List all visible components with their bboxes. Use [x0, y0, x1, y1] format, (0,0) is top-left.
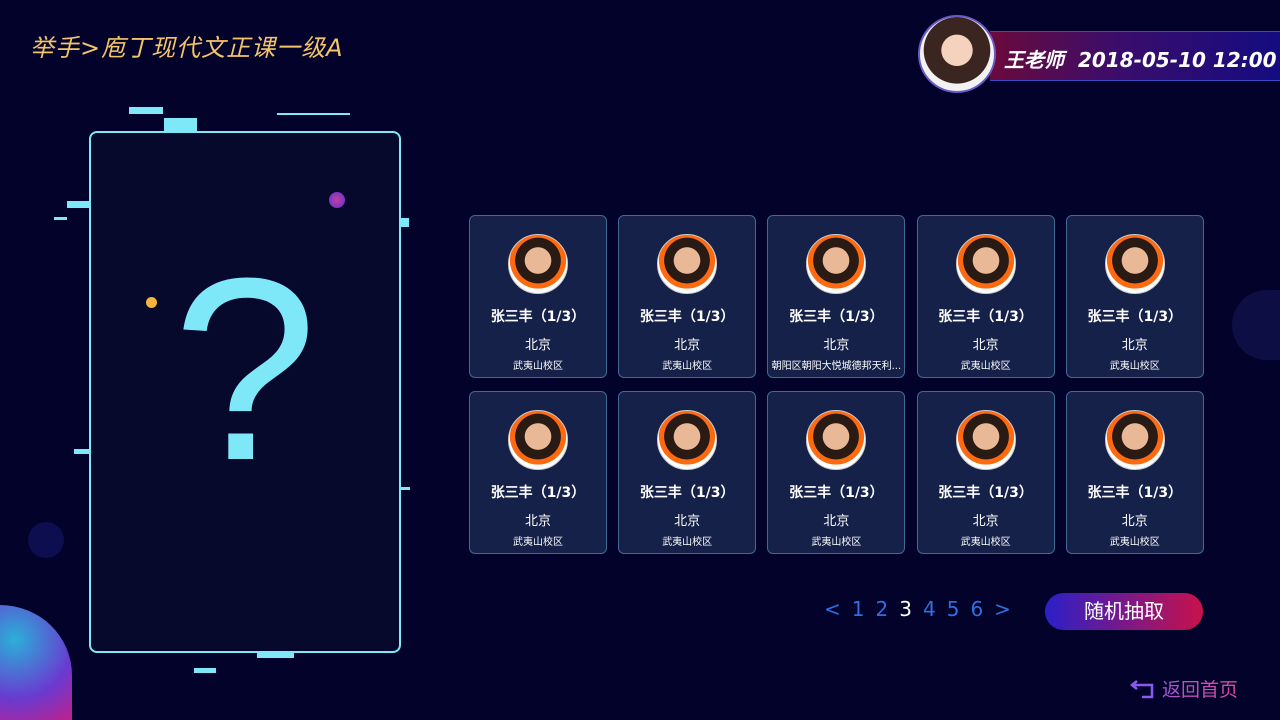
student-city: 北京 [972, 514, 999, 529]
student-avatar [657, 410, 718, 470]
page-5[interactable]: 5 [946, 597, 960, 621]
teacher-name: 王老师 [1004, 48, 1064, 72]
decor-bar [164, 118, 197, 131]
student-campus: 武夷山校区 [960, 361, 1011, 372]
prev-page-button[interactable]: < [824, 597, 841, 621]
student-card[interactable]: 张三丰（1/3） 北京 武夷山校区 [916, 391, 1055, 554]
student-avatar [508, 410, 568, 470]
student-card[interactable]: 张三丰（1/3） 北京 武夷山校区 [767, 391, 906, 554]
student-city: 北京 [823, 338, 850, 353]
student-name: 张三丰（1/3） [1087, 309, 1183, 325]
student-name: 张三丰（1/3） [490, 309, 586, 325]
pagination: < 1 2 3 4 5 6 > [824, 597, 1011, 621]
decor-bar [54, 217, 67, 220]
student-city: 北京 [823, 514, 850, 529]
page-4[interactable]: 4 [922, 597, 936, 621]
student-avatar [1104, 234, 1165, 294]
decor-dot [329, 192, 345, 208]
student-avatar [1104, 410, 1165, 470]
student-avatar [955, 234, 1016, 294]
student-campus: 武夷山校区 [662, 537, 713, 548]
student-avatar [508, 234, 568, 294]
decor-orb [28, 522, 64, 558]
student-avatar [806, 410, 867, 470]
student-name: 张三丰（1/3） [639, 309, 735, 325]
datetime: 2018-05-10 12:00 [1078, 48, 1277, 72]
student-campus: 武夷山校区 [811, 537, 862, 548]
student-card[interactable]: 张三丰（1/3） 北京 武夷山校区 [1065, 391, 1204, 554]
student-city: 北京 [524, 338, 551, 353]
student-name: 张三丰（1/3） [938, 309, 1033, 325]
student-card[interactable]: 张三丰（1/3） 北京 武夷山校区 [469, 215, 607, 378]
page-2[interactable]: 2 [875, 597, 889, 621]
page-1[interactable]: 1 [851, 597, 865, 621]
breadcrumb: 举手>庖丁现代文正课一级A [30, 34, 344, 62]
decor-bar [400, 218, 409, 227]
student-city: 北京 [1121, 338, 1148, 353]
student-campus: 武夷山校区 [1109, 361, 1160, 372]
student-city: 北京 [1121, 514, 1148, 529]
student-city: 北京 [524, 514, 551, 529]
student-card[interactable]: 张三丰（1/3） 北京 武夷山校区 [618, 215, 757, 378]
student-campus: 武夷山校区 [662, 361, 713, 372]
student-name: 张三丰（1/3） [789, 309, 884, 325]
student-card[interactable]: 张三丰（1/3） 北京 武夷山校区 [618, 391, 757, 554]
student-name: 张三丰（1/3） [639, 485, 735, 501]
page-6[interactable]: 6 [970, 597, 984, 621]
back-home-label: 返回首页 [1162, 679, 1239, 701]
student-campus: 武夷山校区 [1109, 537, 1160, 548]
teacher-info: 王老师 2018-05-10 12:00 [1004, 44, 1277, 73]
decor-bar [194, 668, 216, 673]
selection-frame [89, 131, 401, 653]
student-card[interactable]: 张三丰（1/3） 北京 武夷山校区 [1065, 215, 1204, 378]
teacher-banner [990, 31, 1280, 81]
student-campus: 朝阳区朝阳大悦城德邦天利... [771, 361, 902, 372]
decor-bar [74, 449, 89, 454]
student-name: 张三丰（1/3） [938, 485, 1033, 501]
teacher-avatar [918, 15, 996, 93]
student-card[interactable]: 张三丰（1/3） 北京 武夷山校区 [469, 391, 607, 554]
decor-bar [67, 201, 89, 208]
student-campus: 武夷山校区 [960, 537, 1011, 548]
student-campus: 武夷山校区 [513, 361, 563, 372]
random-pick-button[interactable]: 随机抽取 [1045, 593, 1203, 630]
student-name: 张三丰（1/3） [789, 485, 884, 501]
student-city: 北京 [674, 338, 701, 353]
student-avatar [806, 234, 867, 294]
decor-line [277, 113, 350, 115]
return-icon [1130, 679, 1154, 698]
decor-bar [400, 487, 410, 490]
decor-orb [0, 605, 72, 720]
decor-dot [146, 297, 157, 308]
student-card[interactable]: 张三丰（1/3） 北京 武夷山校区 [916, 215, 1055, 378]
student-avatar [955, 410, 1016, 470]
decor-orb [1232, 290, 1280, 360]
decor-bar [129, 107, 163, 114]
student-city: 北京 [674, 514, 701, 529]
student-campus: 武夷山校区 [513, 537, 563, 548]
student-card[interactable]: 张三丰（1/3） 北京 朝阳区朝阳大悦城德邦天利... [767, 215, 906, 378]
student-name: 张三丰（1/3） [1087, 485, 1183, 501]
question-mark-icon: ? [172, 225, 318, 515]
student-avatar [657, 234, 718, 294]
back-home-button[interactable]: 返回首页 [1130, 675, 1238, 702]
decor-bar [257, 652, 294, 658]
next-page-button[interactable]: > [994, 597, 1011, 621]
page-3-current[interactable]: 3 [899, 597, 912, 621]
student-name: 张三丰（1/3） [490, 485, 586, 501]
student-city: 北京 [972, 338, 999, 353]
